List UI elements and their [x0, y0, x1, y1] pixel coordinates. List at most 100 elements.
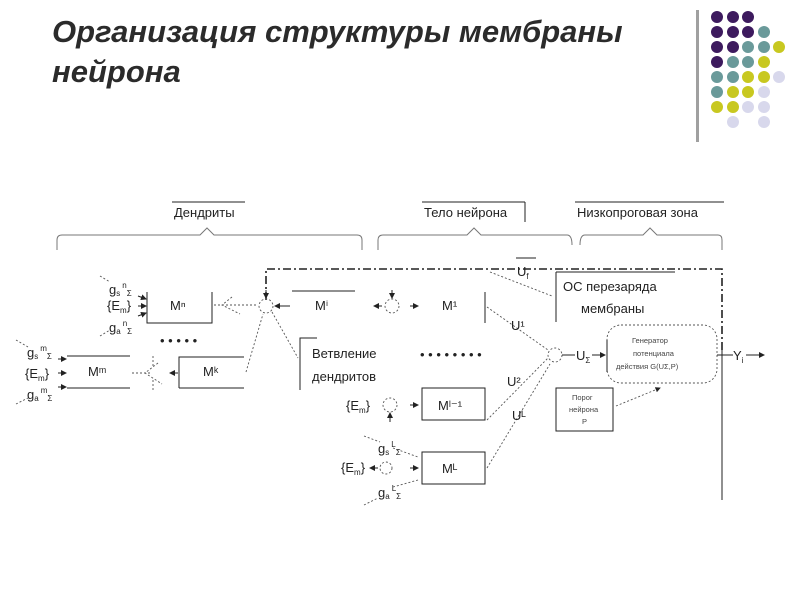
slide-title: Организация структуры мембраны нейрона: [52, 12, 623, 92]
decor-dot: [757, 41, 770, 53]
decor-dot: [711, 11, 723, 23]
decor-dot: [757, 86, 770, 98]
signal-u2: U²: [507, 374, 521, 389]
decor-dot: [742, 71, 754, 83]
decor-dot: [757, 56, 770, 68]
decor-dot: [742, 41, 754, 53]
junction-l1: [382, 397, 398, 413]
svg-text:Mⁿ: Mⁿ: [170, 298, 186, 313]
decor-dot: [726, 116, 739, 128]
block-mn: Mⁿ: [146, 292, 213, 324]
svg-text:Mᵏ: Mᵏ: [203, 364, 219, 379]
svg-text:Mˡ⁻¹: Mˡ⁻¹: [438, 398, 463, 413]
block-mm: Mᵐ: [67, 355, 130, 389]
svg-text:Uf: Uf: [517, 264, 529, 281]
decor-dot: [742, 56, 754, 68]
decor-dot: [726, 11, 739, 23]
block-ml1: Mˡ⁻¹: [421, 387, 486, 421]
svg-text:мембраны: мембраны: [581, 301, 644, 316]
signal-usum: UΣ: [576, 348, 590, 365]
svg-text:Дендриты: Дендриты: [174, 205, 235, 220]
decor-dot: [711, 71, 723, 83]
junction-dendrites: [258, 298, 274, 314]
svg-text:Генератор: Генератор: [632, 336, 668, 345]
svg-text:{Em}: {Em}: [341, 460, 366, 477]
svg-text:дендритов: дендритов: [312, 369, 376, 384]
decor-dot: [773, 41, 785, 53]
decor-dot: [773, 71, 785, 83]
neuron-threshold: Порог нейрона P: [555, 387, 614, 432]
svg-text:M¹: M¹: [442, 298, 458, 313]
signal-u1: U¹: [511, 318, 525, 333]
section-header-low-threshold: Низкопроговая зона: [575, 201, 724, 220]
block-mi: Mⁱ: [292, 290, 355, 313]
section-header-body: Тело нейрона: [422, 201, 526, 222]
brace-low-threshold: [579, 227, 723, 250]
decor-dot: [742, 26, 754, 38]
decor-dot: [726, 71, 739, 83]
decor-dot: [726, 101, 739, 113]
svg-text:{Em}: {Em}: [346, 398, 371, 415]
decor-dot: [757, 26, 770, 38]
junction-L: [379, 461, 393, 475]
decor-dot: [742, 11, 754, 23]
ellipsis-body: • • • • • • • •: [420, 347, 482, 362]
inputs-m: gsmΣ {Em} gamΣ: [15, 339, 67, 405]
decor-dot: [711, 101, 723, 113]
block-mL: Mᴸ: [421, 451, 486, 485]
svg-text:Mⁱ: Mⁱ: [315, 298, 328, 313]
svg-text:Mᴸ: Mᴸ: [442, 461, 458, 476]
decor-dot: [742, 101, 754, 113]
brace-body: [377, 227, 573, 250]
svg-text:Mᵐ: Mᵐ: [88, 364, 106, 379]
decor-dot: [757, 116, 770, 128]
svg-text:gaLΣ: gaLΣ: [378, 484, 401, 501]
action-potential-generator: Генератор потенциала действия G(UΣ,P): [606, 324, 718, 384]
title-line-2: нейрона: [52, 54, 181, 89]
decor-dot: [726, 56, 739, 68]
inputs-l1: {Em}: [346, 398, 371, 415]
decor-dot: [726, 86, 739, 98]
svg-text:gamΣ: gamΣ: [27, 386, 52, 403]
decor-divider: [696, 10, 699, 142]
svg-text:{Em}: {Em}: [25, 366, 50, 383]
title-line-1: Организация структуры мембраны: [52, 14, 623, 49]
svg-text:действия G(UΣ,P): действия G(UΣ,P): [616, 362, 679, 371]
svg-text:Тело нейрона: Тело нейрона: [424, 205, 508, 220]
svg-text:{Em}: {Em}: [107, 298, 132, 315]
ellipsis-dendrites: • • • • •: [160, 333, 198, 348]
feedback-label: ОС перезаряда мембраны: [555, 271, 675, 322]
svg-text:Порог: Порог: [572, 393, 593, 402]
decor-dot: [711, 41, 723, 53]
decor-dot: [726, 26, 739, 38]
branching-label: Ветвление дендритов: [299, 337, 377, 390]
inputs-L: gsLΣ {Em} gaLΣ: [341, 435, 419, 506]
svg-text:Ветвление: Ветвление: [312, 346, 377, 361]
svg-text:потенциала: потенциала: [633, 349, 675, 358]
svg-text:P: P: [582, 417, 587, 426]
section-header-dendrites: Дендриты: [172, 201, 245, 220]
svg-text:ganΣ: ganΣ: [109, 319, 132, 336]
junction-body: [384, 298, 400, 314]
svg-text:gsnΣ: gsnΣ: [109, 281, 132, 298]
svg-text:Низкопроговая зона: Низкопроговая зона: [577, 205, 699, 220]
svg-text:нейрона: нейрона: [569, 405, 599, 414]
summation-node: [547, 347, 563, 363]
decor-dot: [742, 86, 754, 98]
decor-dot: [711, 86, 723, 98]
brace-dendrites: [56, 227, 363, 250]
decor-dot: [757, 101, 770, 113]
inputs-n: gsnΣ {Em} ganΣ: [99, 275, 147, 337]
decor-dot: [726, 41, 739, 53]
svg-text:gsmΣ: gsmΣ: [27, 344, 52, 361]
decor-dot: [711, 26, 723, 38]
output-y: Yi: [733, 348, 744, 365]
svg-text:gsLΣ: gsLΣ: [378, 440, 401, 457]
decor-dot: [711, 56, 723, 68]
svg-text:ОС перезаряда: ОС перезаряда: [563, 279, 657, 294]
signal-uf: Uf: [516, 257, 536, 281]
decor-dot: [757, 71, 770, 83]
block-m1: M¹: [442, 292, 486, 323]
signal-uL: Uᴸ: [512, 408, 526, 423]
